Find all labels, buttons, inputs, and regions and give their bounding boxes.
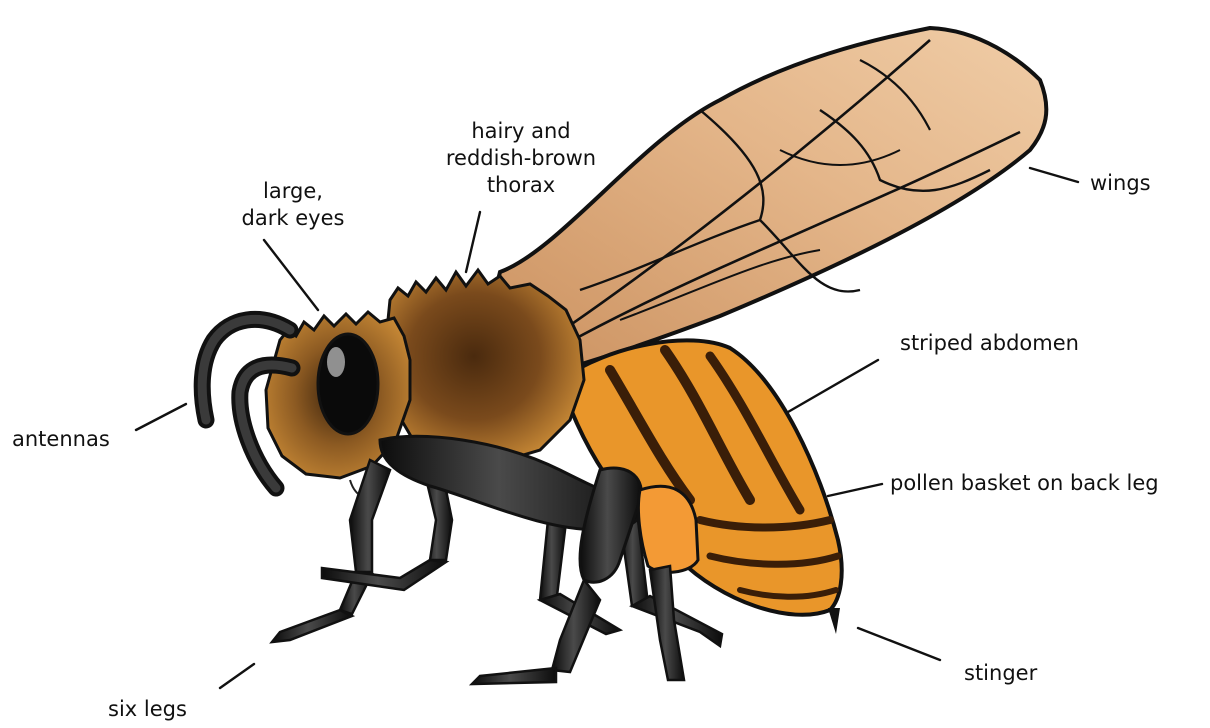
label-pollen-basket: pollen basket on back leg — [890, 470, 1159, 497]
label-wings: wings — [1090, 170, 1151, 197]
pollen-basket — [638, 486, 698, 572]
label-striped-abdomen: striped abdomen — [900, 330, 1079, 357]
label-stinger: stinger — [964, 660, 1037, 687]
thorax — [384, 270, 584, 462]
label-thorax-line-3: thorax — [436, 172, 606, 199]
label-eyes: large, dark eyes — [218, 178, 368, 232]
label-thorax: hairy and reddish-brown thorax — [436, 118, 606, 199]
label-antennas: antennas — [12, 426, 110, 453]
front-legs — [272, 460, 452, 642]
label-eyes-line-1: large, — [218, 178, 368, 205]
label-thorax-line-2: reddish-brown — [436, 145, 606, 172]
label-eyes-line-2: dark eyes — [218, 205, 368, 232]
label-six-legs: six legs — [108, 696, 187, 723]
compound-eye — [318, 334, 378, 434]
label-thorax-line-1: hairy and — [436, 118, 606, 145]
